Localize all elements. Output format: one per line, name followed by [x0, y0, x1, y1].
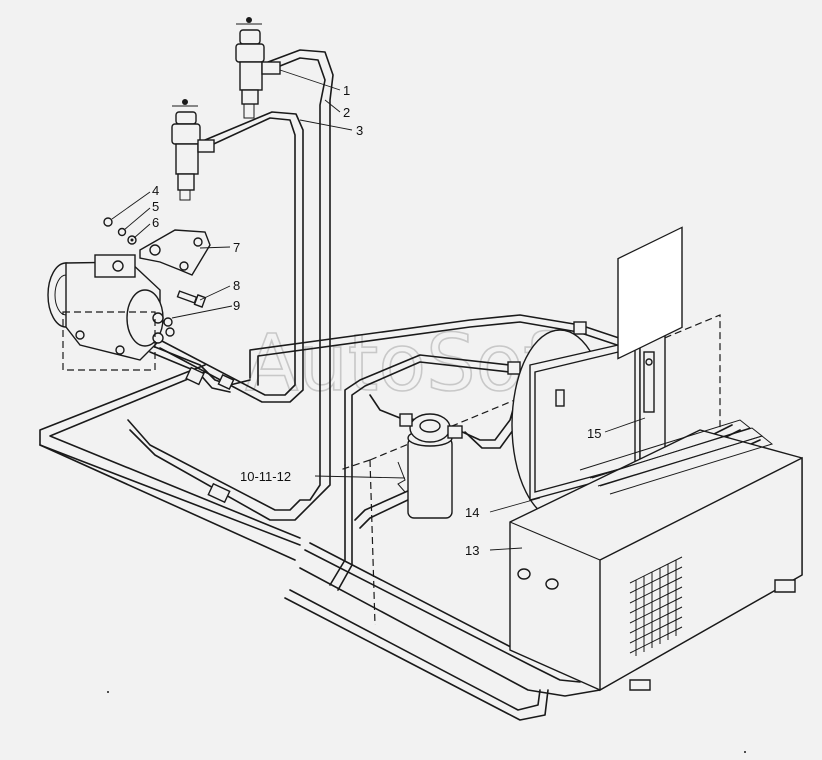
label-15: 15: [587, 426, 601, 441]
label-4: 4: [152, 183, 159, 198]
label-3: 3: [356, 123, 363, 138]
label-14: 14: [465, 505, 479, 520]
scan-dot: [107, 691, 109, 693]
filter-drier: [397, 413, 463, 519]
expansion-valve-lower: [171, 99, 215, 201]
label-6: 6: [152, 215, 159, 230]
evaporator-grille: [629, 556, 683, 656]
callout-labels: 1 2 3 4 5 6 7 8 9 10-11-12 13 14 15: [152, 83, 601, 558]
label-9: 9: [233, 298, 240, 313]
label-5: 5: [152, 199, 159, 214]
label-1: 1: [343, 83, 350, 98]
label-10-11-12: 10-11-12: [240, 469, 291, 484]
expansion-valve-upper: [235, 17, 281, 119]
scan-dot: [744, 751, 746, 753]
label-7: 7: [233, 240, 240, 255]
fasteners-4-5-6: [103, 217, 137, 245]
compressor-bracket: [139, 229, 211, 276]
evaporator-unit: [509, 226, 803, 692]
label-8: 8: [233, 278, 240, 293]
compressor: [47, 254, 175, 371]
label-13: 13: [465, 543, 479, 558]
label-2: 2: [343, 105, 350, 120]
callout-leaders: [111, 69, 646, 551]
bolt-8: [176, 290, 207, 308]
condenser-fan-assembly: [511, 329, 666, 521]
